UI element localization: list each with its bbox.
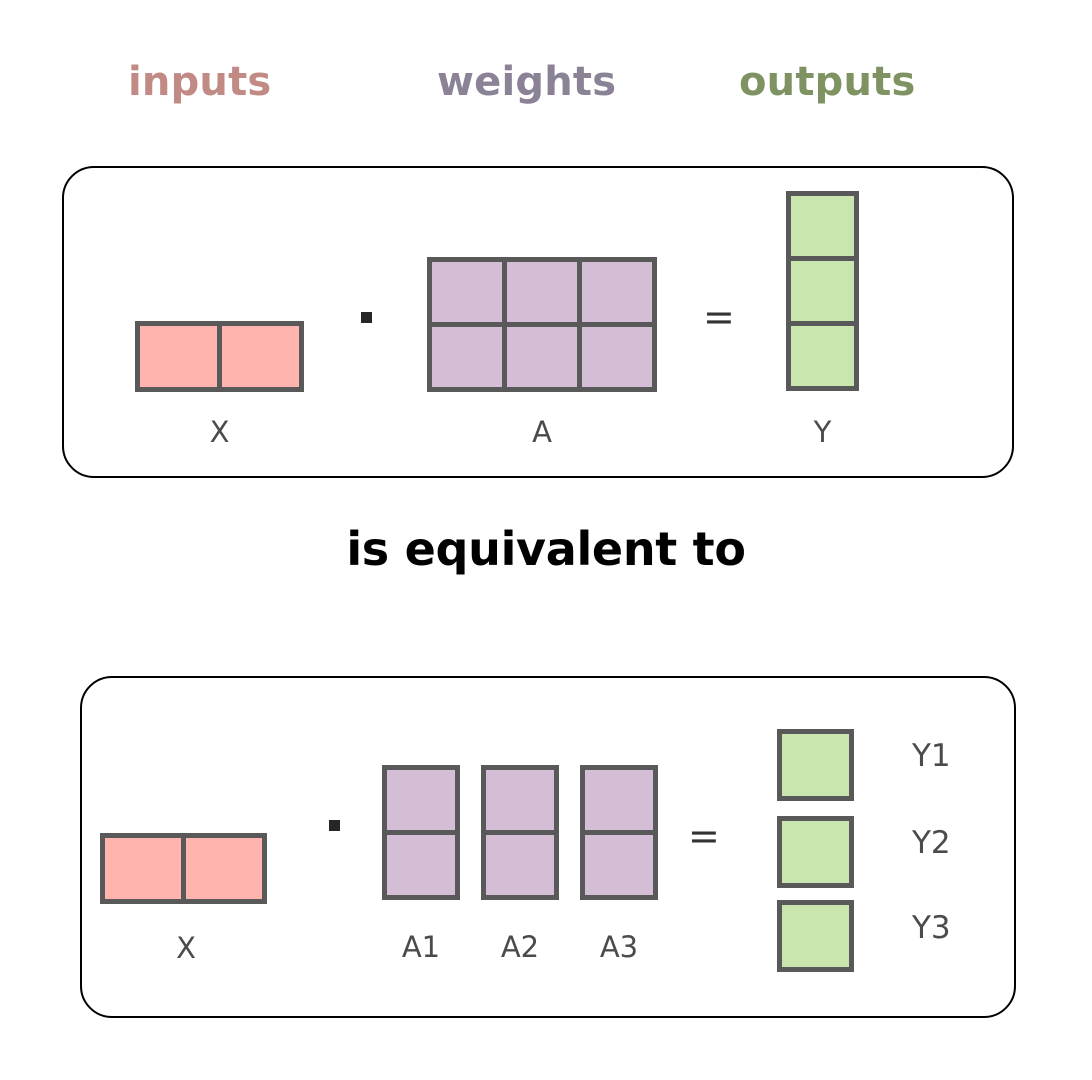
legend-row: inputs weights outputs [0,62,1092,122]
matrix-cell [507,327,577,387]
dot-operator-icon [329,820,340,831]
matrix-cell [432,327,502,387]
matrix-y1 [777,729,854,801]
matrix-cell [222,326,299,387]
matrix-y3 [777,900,854,972]
legend-item-outputs: outputs [739,59,916,105]
matrix-cell [486,835,554,895]
matrix-label-y-top: Y [813,415,832,449]
matrix-cell [507,262,577,322]
matrix-label-a3: A3 [599,930,639,964]
matrix-y2 [777,816,854,888]
matrix-label-a2: A2 [500,930,540,964]
matrix-cell [582,327,652,387]
matrix-label-y3: Y3 [912,910,951,946]
matrix-cell [782,734,849,796]
equals-operator-bottom: = [688,814,720,858]
matrix-a1 [382,765,460,900]
legend-item-weights: weights [437,59,617,105]
matrix-cell [585,770,653,830]
matrix-label-a-top: A [532,415,552,449]
matrix-label-x-bottom: X [176,931,196,965]
dot-operator-icon [361,312,372,323]
matrix-cell [432,262,502,322]
matrix-cell [791,261,854,321]
matrix-a-top [427,257,657,392]
matrix-label-y1: Y1 [912,738,951,774]
matrix-cell [782,905,849,967]
matrix-a3 [580,765,658,900]
matrix-label-y2: Y2 [912,825,951,861]
legend-item-inputs: inputs [128,59,272,105]
equals-operator-top: = [703,295,735,339]
matrix-x-top [135,321,304,392]
matrix-cell [140,326,217,387]
matrix-cell [387,835,455,895]
matrix-cell [387,770,455,830]
matrix-x-bottom [100,833,267,904]
matrix-cell [791,196,854,256]
matrix-cell [186,838,262,899]
matrix-label-a1: A1 [401,930,441,964]
matrix-y-top [786,191,859,391]
matrix-label-x-top: X [209,415,230,449]
matrix-cell [791,326,854,386]
matrix-cell [582,262,652,322]
matrix-cell [105,838,181,899]
matrix-a2 [481,765,559,900]
matrix-cell [585,835,653,895]
equivalence-caption: is equivalent to [346,522,746,576]
matrix-cell [782,821,849,883]
matrix-cell [486,770,554,830]
